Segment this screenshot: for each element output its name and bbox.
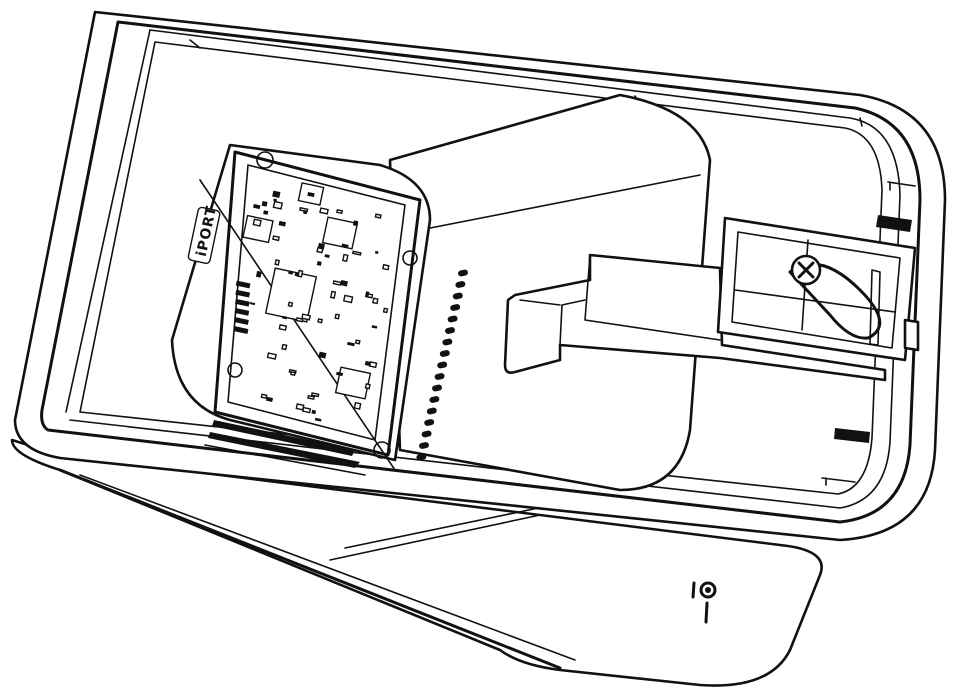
vent-slot [426,407,437,415]
pcb-component [274,259,280,266]
pcb-component [341,243,349,249]
pcb-component [249,302,256,306]
pcb-component [318,351,327,359]
pcb-component [364,383,371,390]
pcb-component [317,242,325,250]
pcb-component [307,394,315,400]
pcb-component [272,200,284,210]
vent-slot [421,430,432,438]
pcb-component [282,315,288,320]
pcb-component [351,250,362,256]
pcb-component [374,250,379,255]
pcb-component [352,220,359,227]
pcb-component [336,371,344,377]
pcb-chip [321,216,359,250]
pcb-component [272,190,281,199]
vent-slot [429,396,440,403]
pcb-pin [234,307,250,316]
pcb-component [354,339,361,345]
pcb-component [340,280,348,287]
pcb-component [317,318,323,324]
pcb-component [372,297,379,305]
side-latches [821,181,916,486]
pcb-component [255,270,262,278]
pcb-component [253,203,261,210]
pcb-component [294,272,300,277]
vent-slots [416,269,468,461]
base-wedge [10,438,823,687]
pcb-component [303,210,308,215]
vent-slot [432,384,442,392]
pcb-component [288,271,294,275]
pcb-component [374,213,382,219]
pcb-component [341,253,349,263]
pcb-pin [234,317,249,325]
vent-slot [424,419,435,426]
pcb-component [272,235,280,242]
pcb-pin [233,326,249,334]
pcb-component [266,352,277,360]
screw-icon [790,254,822,286]
pcb-chip [264,267,318,323]
pcb-component [273,198,277,202]
pcb-component [311,409,317,415]
vent-slot [442,338,453,346]
vent-slot [416,453,427,461]
pcb-component [301,406,312,414]
pcb-component [364,360,372,367]
screw-bracket [716,216,920,362]
pcb-chip [334,366,372,400]
pcb-component [278,324,288,331]
pcb-chip [242,214,274,244]
pcb-component [252,218,262,227]
power-indicator-icon [691,581,717,624]
pcb-component [263,210,269,215]
pcb-component [353,401,362,410]
vent-slot [447,315,458,323]
vent-slot [458,269,468,277]
pcb-component [382,263,390,271]
pcb-component [281,343,288,351]
pcb-component [382,307,389,314]
pcb-component [278,220,286,227]
pcb-component [295,317,304,323]
pcb-component [334,313,341,320]
vent-slot [439,350,450,357]
pcb-component [314,417,322,422]
pcb-component [316,261,322,266]
pcb-component [290,370,296,377]
pcb-component [310,392,320,398]
vent-slot [437,361,448,369]
vent-slot [450,304,461,311]
pcb-component [347,341,355,347]
pcb-component [319,207,329,215]
pcb-components [233,182,390,422]
pcb-logo: iPORT [187,204,221,265]
pcb-component [336,209,344,215]
pcb-component [332,280,342,286]
pcb-component [329,290,337,299]
pcb-pin [234,298,250,307]
pcb-component [287,301,294,308]
vent-slot [455,281,466,288]
pcb-component [371,325,378,329]
vent-slot [419,442,429,449]
pcb-component [260,393,268,400]
pcb-component [266,396,274,402]
pcb-component [261,200,268,207]
pcb-component [364,291,370,298]
vent-slot [434,373,445,380]
pcb-component [342,294,354,304]
pcb-pin [235,280,251,289]
pcb-component [301,313,312,321]
vent-slot [452,292,463,300]
pcb-component [324,254,330,259]
pcb-pin [235,289,251,298]
pcb-component [307,191,315,198]
vent-slot [445,327,455,334]
